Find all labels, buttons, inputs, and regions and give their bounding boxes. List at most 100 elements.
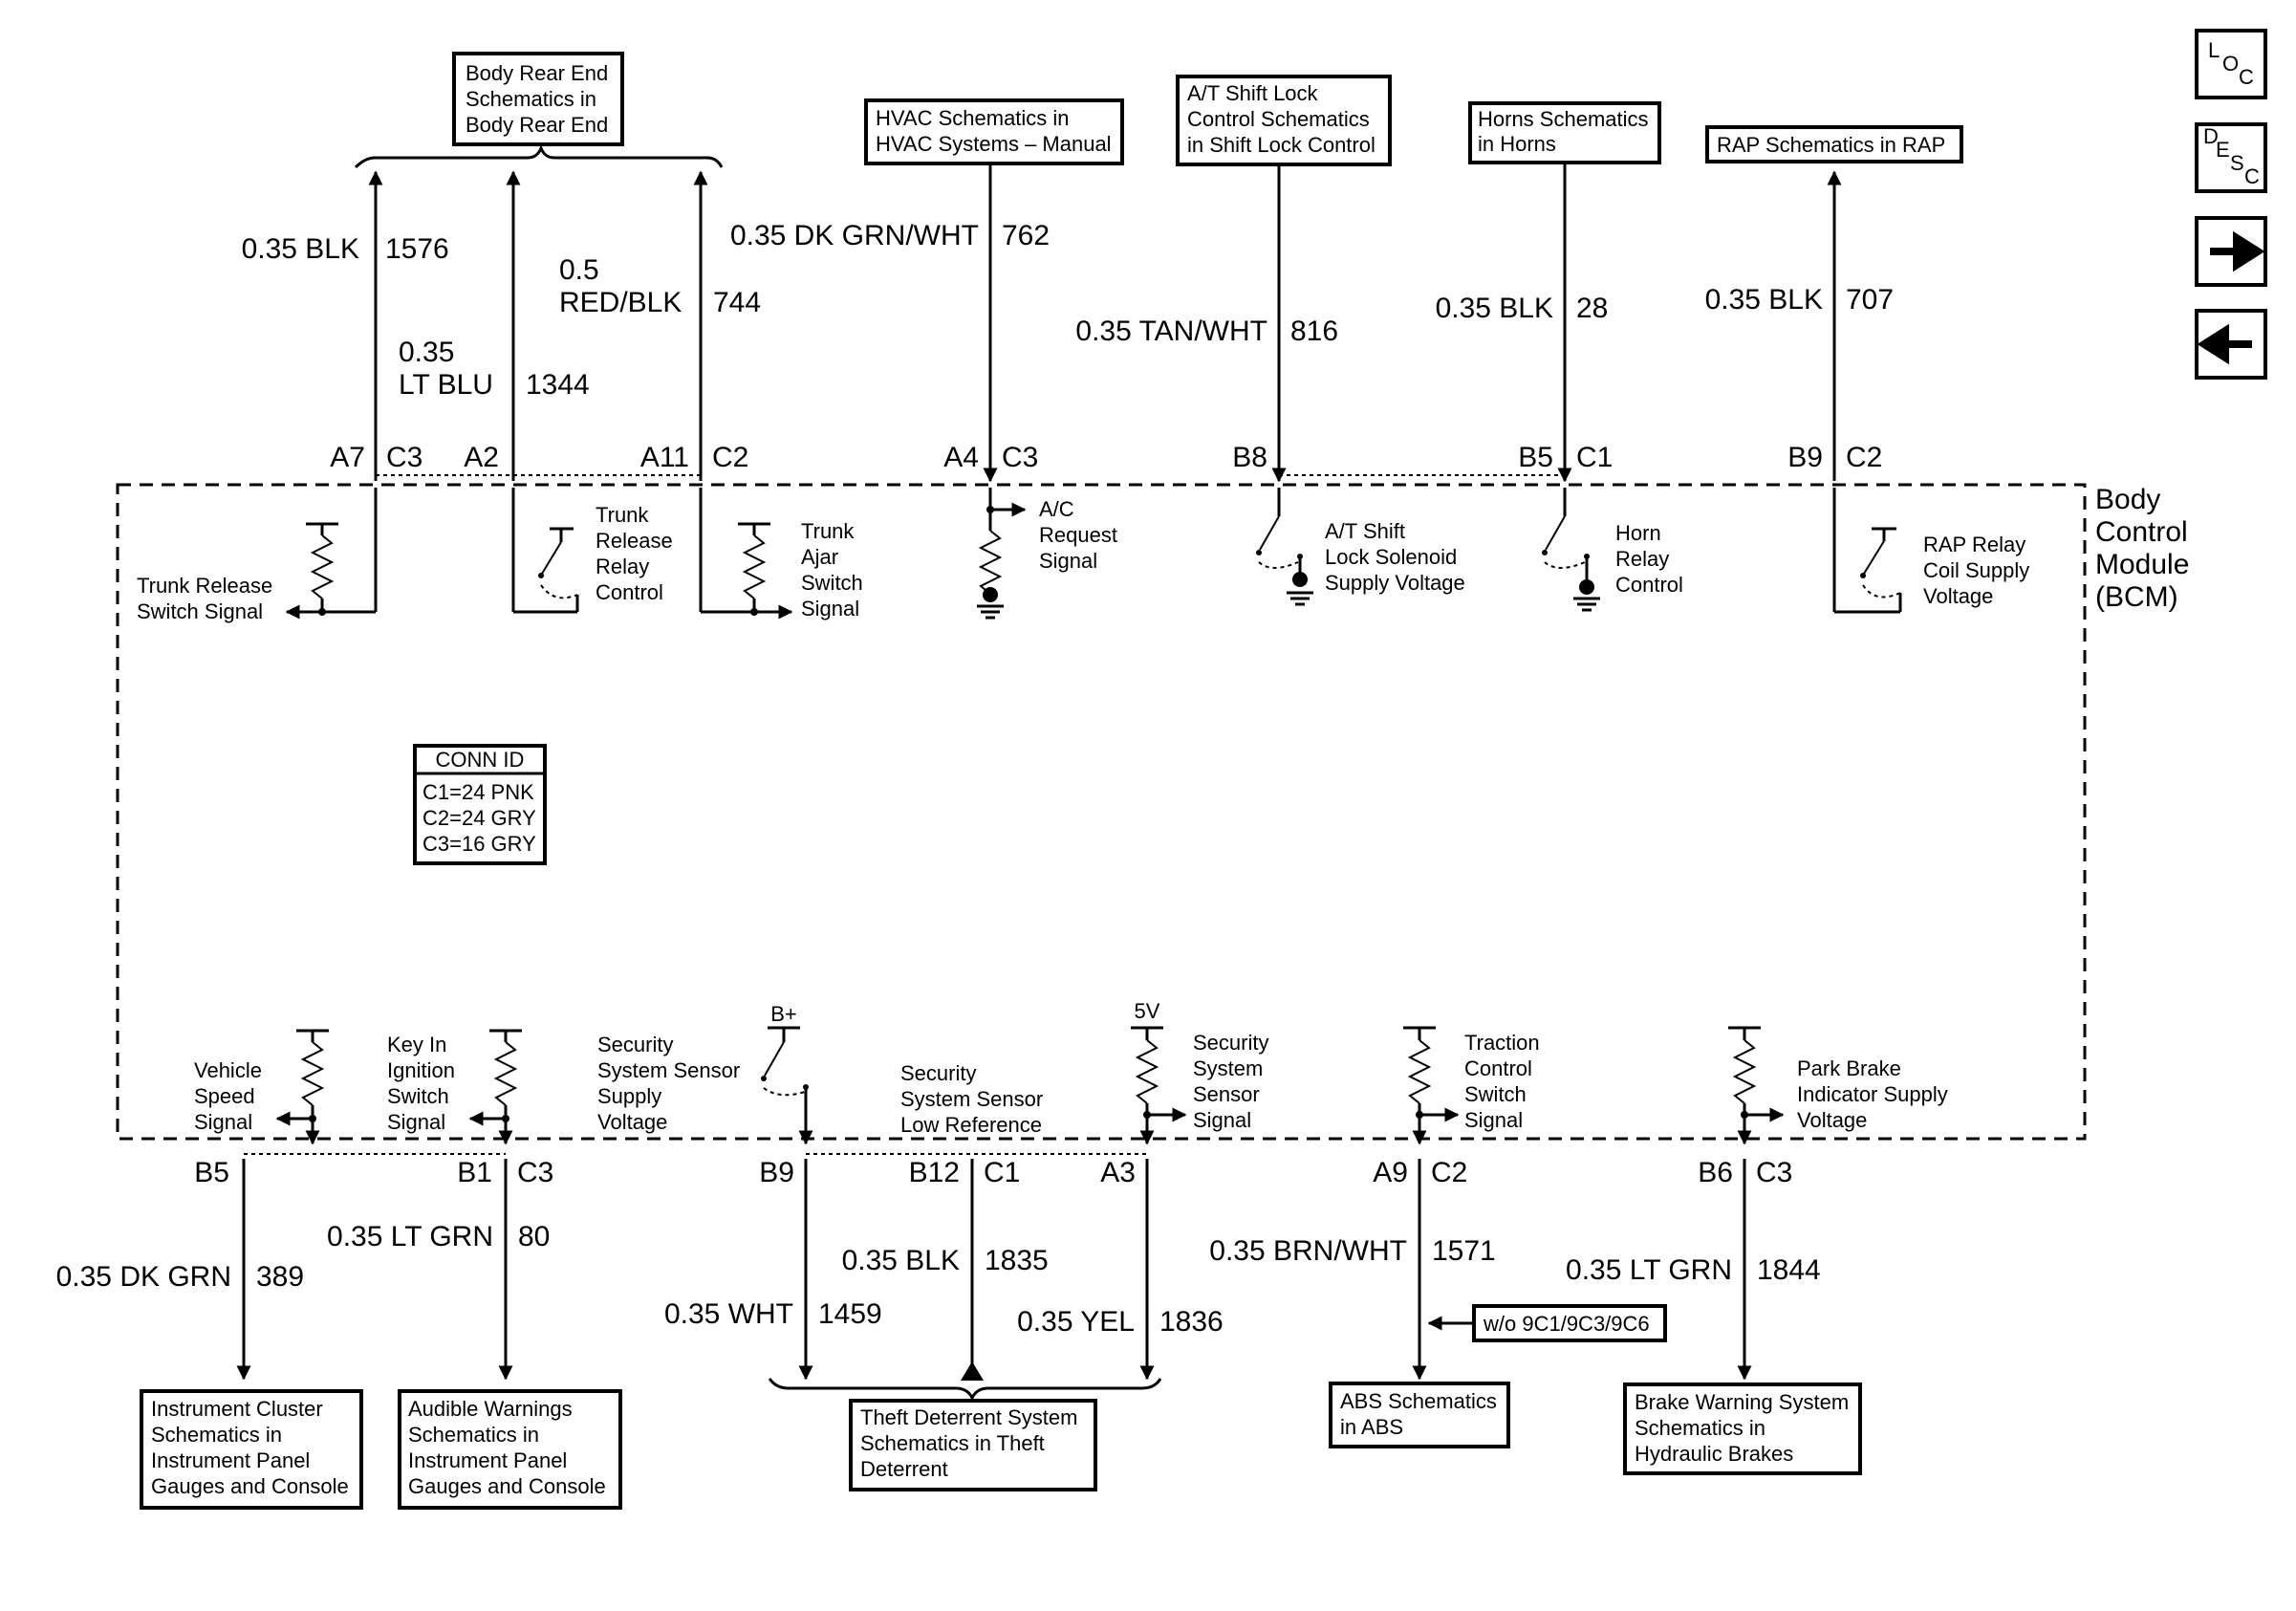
- svg-text:Traction: Traction: [1464, 1031, 1540, 1055]
- svg-text:Signal: Signal: [387, 1110, 445, 1134]
- shift-lock-box[interactable]: A/T Shift Lock Control Schematics in Shi…: [1176, 75, 1392, 166]
- prev-arrow-button[interactable]: [2195, 309, 2267, 380]
- wire-label-1576: 0.35 BLK 1576: [242, 233, 449, 265]
- svg-text:Voltage: Voltage: [597, 1110, 667, 1134]
- trunk-ajar-circuit: [699, 488, 793, 620]
- brake-warning-box[interactable]: Brake Warning System Schematics in Hydra…: [1623, 1382, 1862, 1475]
- desc-letter: C: [2244, 164, 2260, 188]
- rap-box[interactable]: RAP Schematics in RAP: [1705, 125, 1963, 163]
- next-arrow-button[interactable]: [2195, 216, 2267, 287]
- svg-text:Low Reference: Low Reference: [900, 1113, 1042, 1137]
- svg-text:389: 389: [256, 1261, 304, 1293]
- svg-text:HVAC Systems – Manual: HVAC Systems – Manual: [876, 132, 1112, 156]
- svg-text:A11: A11: [640, 442, 689, 473]
- horns-box[interactable]: Horns Schematics in Horns: [1468, 101, 1661, 164]
- svg-text:Park Brake: Park Brake: [1797, 1056, 1901, 1080]
- svg-text:0.35 DK GRN: 0.35 DK GRN: [56, 1261, 231, 1293]
- security-low-label: Security System Sensor Low Reference: [900, 1061, 1043, 1137]
- svg-text:Control: Control: [1464, 1056, 1532, 1080]
- svg-text:Sensor: Sensor: [1193, 1082, 1260, 1106]
- svg-text:0.35 BLK: 0.35 BLK: [842, 1245, 960, 1276]
- svg-text:0.5: 0.5: [559, 254, 599, 286]
- wire-label-1844: 0.35 LT GRN 1844: [1566, 1254, 1821, 1286]
- svg-text:Relay: Relay: [596, 555, 649, 578]
- svg-text:Security: Security: [1193, 1031, 1268, 1055]
- theft-deterrent-box[interactable]: Theft Deterrent System Schematics in The…: [849, 1399, 1097, 1491]
- svg-text:C2: C2: [712, 442, 748, 473]
- wire-label-707: 0.35 BLK 707: [1705, 284, 1895, 316]
- svg-text:A4: A4: [943, 442, 979, 473]
- svg-text:C3=16 GRY: C3=16 GRY: [422, 832, 536, 856]
- svg-text:RAP Schematics in RAP: RAP Schematics in RAP: [1717, 133, 1945, 157]
- key-in-label: Key In Ignition Switch Signal: [387, 1033, 455, 1134]
- svg-text:0.35: 0.35: [399, 337, 454, 368]
- svg-text:HVAC Schematics in: HVAC Schematics in: [876, 106, 1070, 130]
- svg-text:Control Schematics: Control Schematics: [1187, 107, 1370, 131]
- svg-text:Coil Supply: Coil Supply: [1923, 558, 2029, 582]
- wire-label-1344: 0.35 LT BLU 1344: [399, 337, 590, 401]
- svg-text:1344: 1344: [526, 369, 590, 401]
- svg-text:Trunk: Trunk: [801, 519, 855, 543]
- theft-deterrent-brace: [768, 1378, 1162, 1402]
- hvac-box[interactable]: HVAC Schematics in HVAC Systems – Manual: [864, 98, 1124, 165]
- ac-request-circuit: [977, 488, 1027, 620]
- svg-text:B5: B5: [1518, 442, 1553, 473]
- desc-letter: E: [2216, 138, 2230, 162]
- body-rear-end-brace: [354, 143, 724, 169]
- svg-text:Switch Signal: Switch Signal: [137, 599, 263, 623]
- svg-text:A7: A7: [330, 442, 365, 473]
- wire-label-28: 0.35 BLK 28: [1436, 293, 1609, 324]
- svg-text:1836: 1836: [1159, 1306, 1224, 1338]
- arrow-right-icon: [2210, 230, 2265, 272]
- instrument-cluster-box[interactable]: Instrument Cluster Schematics in Instrum…: [140, 1389, 363, 1510]
- loc-button[interactable]: L O C: [2195, 29, 2267, 99]
- svg-text:C2=24 GRY: C2=24 GRY: [422, 806, 536, 830]
- abs-box[interactable]: ABS Schematics in ABS: [1329, 1382, 1510, 1448]
- svg-text:System Sensor: System Sensor: [900, 1087, 1043, 1111]
- svg-text:in ABS: in ABS: [1340, 1415, 1403, 1439]
- svg-text:Key In: Key In: [387, 1033, 446, 1056]
- audible-warnings-box[interactable]: Audible Warnings Schematics in Instrumen…: [398, 1389, 622, 1510]
- svg-text:1576: 1576: [385, 233, 449, 265]
- loc-letter: O: [2222, 52, 2239, 76]
- svg-text:Schematics in: Schematics in: [151, 1423, 282, 1447]
- module-label: Body Control Module (BCM): [2095, 484, 2189, 613]
- svg-text:707: 707: [1846, 284, 1894, 316]
- svg-text:A2: A2: [464, 442, 499, 473]
- svg-text:Deterrent: Deterrent: [860, 1457, 948, 1481]
- bplus-label: B+: [770, 1002, 797, 1026]
- svg-text:Module: Module: [2095, 549, 2189, 580]
- svg-text:Control: Control: [1615, 573, 1683, 597]
- svg-text:Brake Warning System: Brake Warning System: [1635, 1390, 1849, 1414]
- svg-text:0.35 BRN/WHT: 0.35 BRN/WHT: [1209, 1235, 1407, 1267]
- trunk-release-relay-circuit: [511, 488, 579, 614]
- svg-text:0.35 DK GRN/WHT: 0.35 DK GRN/WHT: [730, 220, 979, 251]
- svg-text:0.35 BLK: 0.35 BLK: [1705, 284, 1823, 316]
- svg-text:Request: Request: [1039, 523, 1117, 547]
- svg-text:Signal: Signal: [801, 597, 859, 620]
- svg-text:System Sensor: System Sensor: [597, 1058, 740, 1082]
- svg-text:RED/BLK: RED/BLK: [559, 287, 682, 318]
- security-supply-label: Security System Sensor Supply Voltage: [597, 1033, 740, 1134]
- svg-text:Hydraulic Brakes: Hydraulic Brakes: [1635, 1442, 1793, 1466]
- svg-text:C2: C2: [1431, 1157, 1467, 1188]
- svg-text:ABS Schematics: ABS Schematics: [1340, 1389, 1497, 1413]
- desc-button[interactable]: D E S C: [2195, 122, 2267, 193]
- body-rear-end-box[interactable]: Body Rear End Schematics in Body Rear En…: [452, 52, 624, 146]
- svg-text:Trunk: Trunk: [596, 503, 649, 527]
- fivev-label: 5V: [1135, 999, 1160, 1023]
- svg-text:1844: 1844: [1757, 1254, 1821, 1286]
- wire-1835-arrow: [961, 1361, 984, 1381]
- svg-text:762: 762: [1002, 220, 1050, 251]
- desc-letter: D: [2203, 124, 2219, 148]
- arrow-left-icon: [2197, 323, 2252, 365]
- svg-text:Signal: Signal: [1193, 1108, 1251, 1132]
- svg-text:Theft Deterrent System: Theft Deterrent System: [860, 1405, 1077, 1429]
- svg-text:Instrument Panel: Instrument Panel: [151, 1448, 310, 1472]
- wire-label-762: 0.35 DK GRN/WHT 762: [730, 220, 1050, 251]
- svg-text:Switch: Switch: [1464, 1082, 1527, 1106]
- loc-letter: L: [2208, 38, 2220, 62]
- svg-text:Control: Control: [596, 580, 663, 604]
- svg-text:Release: Release: [596, 529, 673, 553]
- svg-text:A/T Shift: A/T Shift: [1325, 519, 1405, 543]
